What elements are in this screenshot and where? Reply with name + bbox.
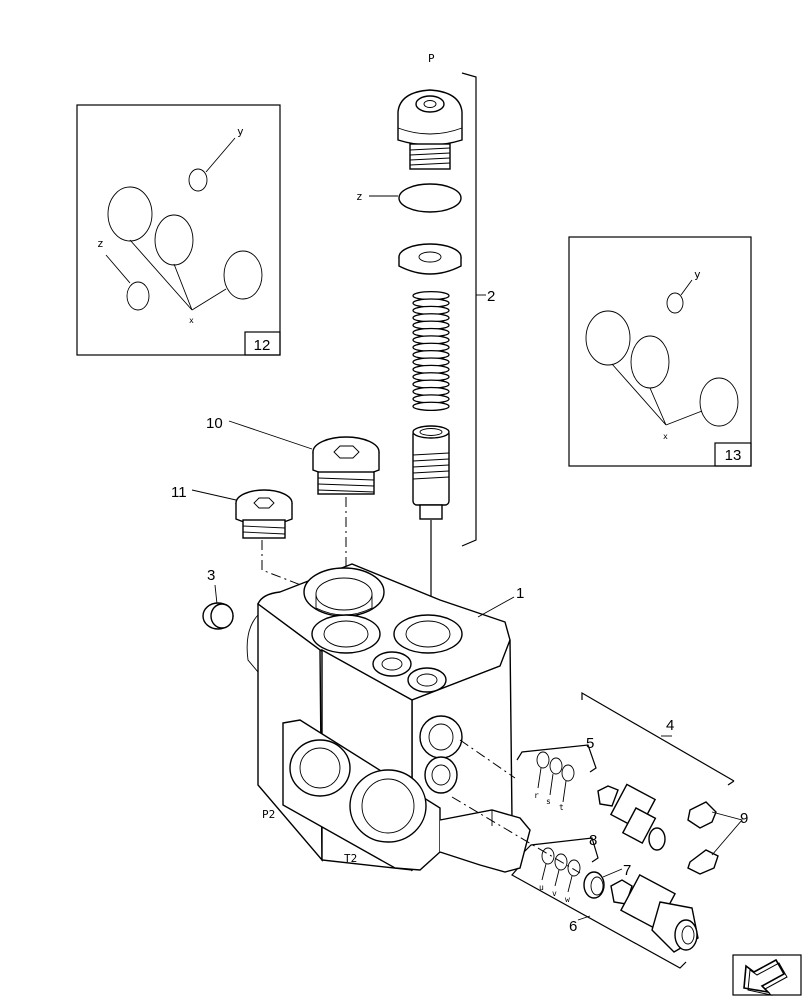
seal-letter-t: t [559, 803, 564, 812]
part-11-plug[interactable]: 11 [171, 484, 293, 539]
port-label-t2: T2 [344, 852, 357, 865]
oring-y-inset13 [666, 292, 684, 314]
clip-upper [687, 801, 717, 829]
inset-12-letter-y: y [237, 125, 244, 138]
bracket-part-2 [461, 72, 477, 547]
part-2-cartridge-stack[interactable]: P z 2 [356, 52, 495, 605]
seal-letter-r: r [534, 791, 539, 800]
part-3-plug[interactable]: 3 [202, 567, 234, 630]
port-label-p2: P2 [262, 808, 275, 821]
part-7-backup-ring[interactable]: 7 [583, 862, 631, 899]
part-9-clips[interactable]: 9 [687, 801, 748, 875]
clip-lower [687, 849, 719, 875]
oring-z-inset12 [126, 281, 150, 311]
callout-10[interactable]: 10 [206, 415, 223, 432]
port-side-1 [419, 715, 463, 759]
inset-13[interactable]: 13 y x [568, 236, 752, 467]
relief-spring [412, 290, 450, 412]
callout-3[interactable]: 3 [207, 567, 215, 584]
inset-13-ref-box [714, 442, 752, 467]
seal-letter-s: s [546, 797, 551, 806]
callout-7[interactable]: 7 [623, 862, 631, 879]
spring-coil [412, 401, 450, 412]
relief-spool [412, 429, 450, 506]
oring-z-stack [398, 183, 462, 213]
oring-large-2 [154, 214, 194, 266]
inset-12-letter-z: z [97, 237, 104, 250]
oring-large-3 [223, 250, 263, 300]
inset-12[interactable]: 12 y z x [76, 104, 281, 356]
inset-13-letter-x: x [663, 432, 668, 441]
inset-12-ref-box [244, 331, 281, 356]
callout-11[interactable]: 11 [171, 484, 187, 501]
callout-9[interactable]: 9 [740, 810, 748, 827]
oring-large-1 [107, 186, 153, 242]
port-label-p: P [428, 52, 435, 65]
part-1-valve-body[interactable]: 1 P2 T2 [246, 563, 531, 873]
arrow-left-down-icon [743, 958, 788, 996]
callout-2[interactable]: 2 [487, 288, 495, 305]
part-5-seal-kit[interactable]: 5 r s t [516, 735, 597, 812]
part-10-plug[interactable]: 10 [206, 415, 380, 495]
port-side-2 [424, 756, 458, 794]
oring-large-5 [630, 335, 670, 389]
callout-4[interactable]: 4 [666, 717, 674, 734]
part-8-seal-kit[interactable]: 8 u v w [523, 832, 599, 904]
callout-6[interactable]: 6 [569, 918, 577, 935]
callout-1[interactable]: 1 [516, 585, 524, 602]
callout-8[interactable]: 8 [589, 832, 597, 849]
nav-arrow-button[interactable] [732, 954, 802, 996]
port-top-3 [393, 614, 463, 654]
seal-letter-u: u [539, 883, 544, 892]
inset-13-ref: 13 [725, 447, 742, 464]
seal-letter-w: w [565, 895, 570, 904]
port-t2 [349, 769, 427, 843]
port-p2 [289, 739, 351, 797]
oring-large-6 [699, 377, 739, 427]
oring-large-4 [585, 310, 631, 366]
part-6-check-valve[interactable]: 6 [511, 867, 699, 969]
letter-z-stack: z [356, 190, 363, 203]
inset-12-letter-x: x [189, 316, 194, 325]
inset-13-letter-y: y [694, 268, 701, 281]
part-4-relief-valve[interactable]: 4 [581, 691, 735, 851]
seal-letter-v: v [552, 889, 557, 898]
inset-12-ref: 12 [254, 337, 271, 354]
callout-5[interactable]: 5 [586, 735, 594, 752]
relief-valve-cartridge [597, 783, 666, 851]
port-top-2 [311, 614, 381, 654]
oring-y-inset12 [188, 168, 208, 192]
